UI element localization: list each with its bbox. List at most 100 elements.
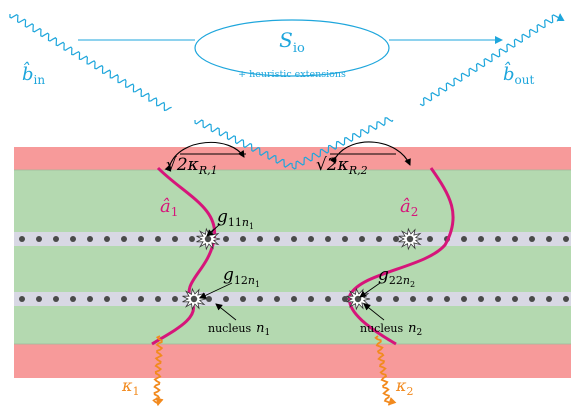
input-wave — [9, 13, 172, 112]
nucleus-dot — [36, 236, 42, 242]
nucleus-dot — [342, 236, 348, 242]
nucleus-dot — [563, 236, 569, 242]
nucleus-dot — [19, 296, 25, 302]
coupling-label-22: g22n2 — [378, 265, 415, 289]
bottom-mirror-layer — [14, 344, 571, 378]
nucleus-dot — [87, 236, 93, 242]
nucleus-dot — [155, 236, 161, 242]
nucleus-dot — [325, 236, 331, 242]
nucleus-dot — [189, 236, 195, 242]
nucleus-pointer-2 — [363, 303, 385, 321]
nucleus-dot — [104, 296, 110, 302]
top-mirror-layer — [14, 147, 571, 170]
coupling-pointer-22 — [359, 282, 381, 298]
nucleus-dot — [495, 236, 501, 242]
decay-wave-1 — [152, 335, 164, 407]
nucleus-dot — [19, 236, 25, 242]
nucleus-dot — [138, 236, 144, 242]
nucleus-dot — [70, 236, 76, 242]
nucleus-dot — [546, 296, 552, 302]
coupling-pointer-12 — [199, 282, 233, 299]
nucleus-dot — [274, 236, 280, 242]
coupling-pointer-11 — [206, 223, 221, 237]
decay-label-1: κ1 — [121, 376, 140, 398]
decay-wave-2 — [374, 335, 397, 406]
nucleus-dot — [410, 296, 416, 302]
nucleus-dot — [308, 296, 314, 302]
nucleus-dot — [529, 236, 535, 242]
nucleus-dot — [70, 296, 76, 302]
nucleus-dot — [376, 236, 382, 242]
nucleus-dot — [444, 296, 450, 302]
nucleus-dot — [478, 236, 484, 242]
output-wave — [419, 13, 565, 107]
nucleus-dot — [495, 296, 501, 302]
coupled-nucleus-dot — [204, 235, 212, 243]
output-label: b̂out — [503, 60, 534, 87]
nucleus-dot — [104, 236, 110, 242]
nucleus-dot — [427, 236, 433, 242]
nucleus-dot — [257, 236, 263, 242]
nucleus-dot — [240, 296, 246, 302]
nucleus-dot — [563, 296, 569, 302]
radiative-arc-1 — [164, 141, 245, 172]
nucleus-dot — [53, 296, 59, 302]
cavity-mode-1-curve — [151, 166, 217, 346]
nucleus-dot — [274, 296, 280, 302]
nucleus-dot — [257, 296, 263, 302]
nucleus-dot — [359, 236, 365, 242]
output-wave-cavity — [291, 117, 394, 170]
nucleus-dot — [308, 236, 314, 242]
nucleus-dot — [36, 296, 42, 302]
coupled-nucleus-dot — [406, 235, 414, 243]
coupling-label-11: g11n1 — [217, 207, 254, 231]
nucleus-dot — [512, 236, 518, 242]
cavity-mode-2-curve — [347, 167, 455, 346]
nucleus-dot — [512, 296, 518, 302]
io-box-extensions: + heuristic extensions — [238, 69, 346, 80]
radiative-label-1: √2κR,1 — [166, 155, 218, 177]
coupled-nucleus-dot — [190, 295, 198, 303]
nucleus-dot — [291, 236, 297, 242]
nucleus-dot — [376, 296, 382, 302]
nucleus-dot — [529, 296, 535, 302]
nucleus-dot — [53, 236, 59, 242]
nucleus-dot — [427, 296, 433, 302]
nucleus-dot — [121, 236, 127, 242]
nucleus-dot — [478, 296, 484, 302]
mode-1-label: â1 — [160, 196, 178, 219]
nucleus-dot — [87, 296, 93, 302]
nucleus-dot — [461, 296, 467, 302]
nucleus-pointer-1 — [215, 303, 237, 321]
radiative-label-2: √2κR,2 — [316, 155, 368, 177]
coupling-stars — [182, 227, 423, 311]
coupling-label-12: g12n1 — [223, 265, 260, 289]
input-wave-cavity — [194, 119, 293, 168]
nucleus-dot — [393, 236, 399, 242]
nucleus-dot — [240, 236, 246, 242]
nucleus-dot — [223, 236, 229, 242]
nucleus-dot — [223, 296, 229, 302]
nuclei-row-2 — [19, 296, 569, 302]
nucleus-dot — [172, 236, 178, 242]
nucleus-dot — [325, 296, 331, 302]
nucleus-dot — [342, 296, 348, 302]
radiative-arc-2 — [329, 141, 411, 166]
decay-label-2: κ2 — [395, 376, 414, 398]
nucleus-dot — [172, 296, 178, 302]
io-box — [194, 19, 390, 77]
nucleus-dot — [291, 296, 297, 302]
mode-2-label: â2 — [400, 196, 418, 219]
nucleus-dot — [546, 236, 552, 242]
nucleus-dot — [461, 236, 467, 242]
nucleus-dot — [138, 296, 144, 302]
nucleus-dot — [393, 296, 399, 302]
nucleus-dot — [121, 296, 127, 302]
input-label: b̂in — [22, 60, 45, 87]
nucleus-dot — [155, 296, 161, 302]
guiding-layer — [14, 170, 571, 344]
